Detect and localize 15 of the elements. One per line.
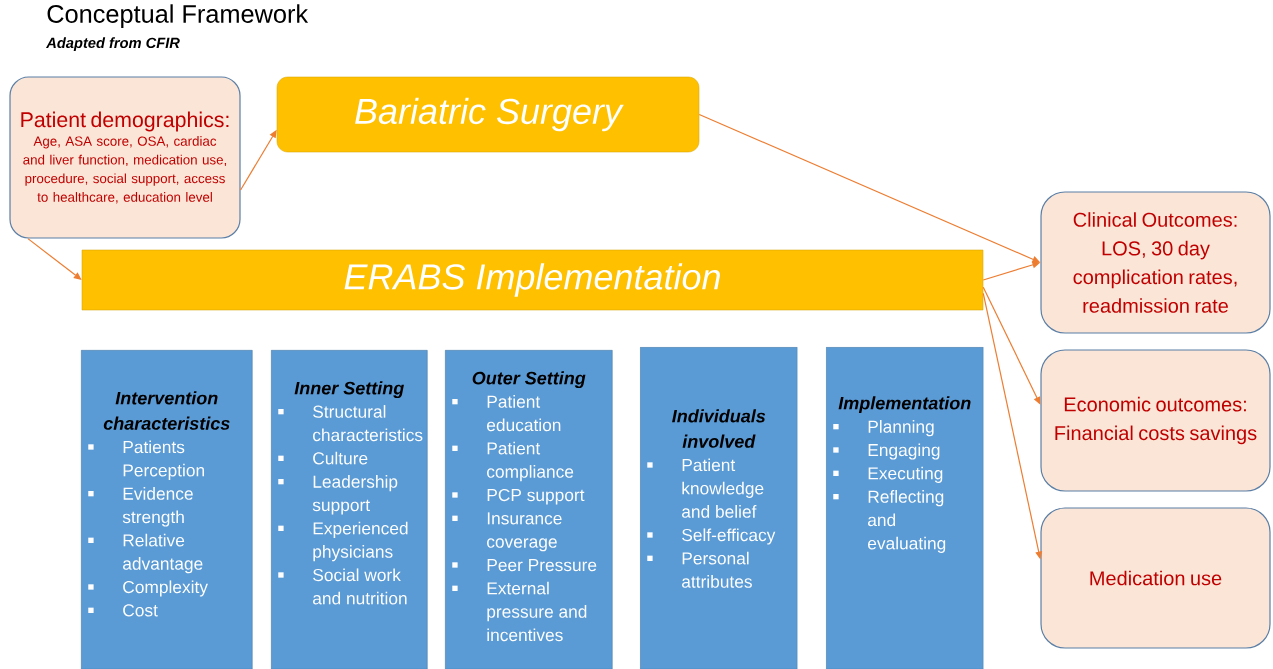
demographics-box: Patient demographics: Age, ASA score, OSA, cardiac and liver function, medication use, procedure, social support, access to healthcare, education level	[9, 76, 241, 239]
domain-box: Implementation Planning Engaging Executing Reflecting and evaluating	[826, 347, 984, 669]
arrow	[27, 238, 82, 280]
surgery-box: Bariatric Surgery	[276, 76, 700, 153]
arrow	[982, 286, 1041, 405]
subtitle: Adapted from CFIR	[46, 37, 180, 51]
domain-box: Individuals involved Patient knowledge and belief Self-efficacy Personal attributes	[640, 347, 798, 669]
domain-box: Outer Setting Patient education Patient compliance PCP support Insurance coverage Peer Pressure External pressure and incentives	[445, 350, 613, 669]
title: Conceptual Framework	[47, 4, 309, 28]
outcome-box: Economic outcomes: Financial costs savings	[1040, 349, 1271, 492]
domain-box: Inner Setting Structural characteristics Culture Leadership support Experienced physicians Social work and nutrition	[271, 350, 428, 669]
outcome-box: Clinical Outcomes: LOS, 30 day complication rates, readmission rate	[1040, 191, 1271, 334]
implementation-bar: ERABS Implementation	[81, 249, 984, 311]
outcome-box: Medication use	[1040, 507, 1271, 649]
domain-box: Intervention characteristics Patients Perception Evidence strength Relative advantage Complexity Cost	[81, 350, 253, 669]
